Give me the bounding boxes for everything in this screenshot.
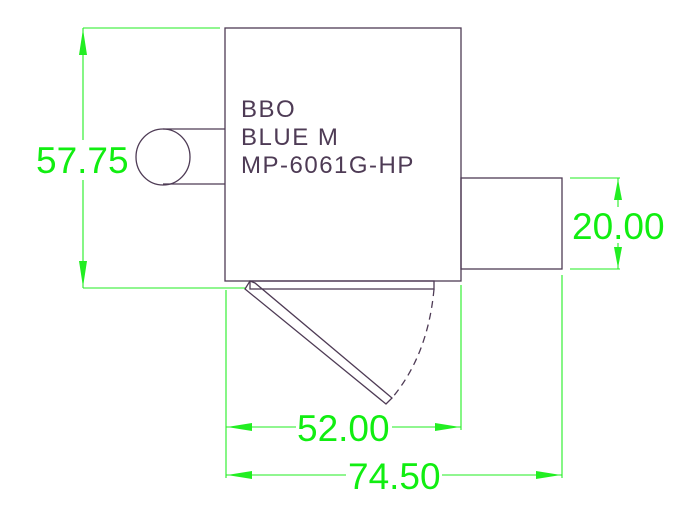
dimension-height: 57.75	[30, 27, 245, 289]
side-box	[460, 177, 563, 270]
label-line-maker: BLUE M	[241, 124, 339, 151]
dimension-overall-width: 74.50	[226, 275, 563, 497]
dimension-side-box-value: 20.00	[572, 206, 665, 247]
dimension-overall-width-value: 74.50	[348, 456, 441, 497]
dimension-body-width-value: 52.00	[297, 408, 390, 449]
circle-port-icon	[135, 128, 191, 186]
label-line-model: MP-6061G-HP	[241, 152, 415, 179]
label-line-brand: BBO	[241, 96, 296, 123]
left-fitting	[135, 128, 225, 186]
dimension-body-width: 52.00	[225, 285, 462, 478]
door-panel	[244, 280, 393, 405]
dimension-side-box: 20.00	[570, 177, 666, 270]
door-swing-arc	[391, 288, 435, 399]
dimension-height-value: 57.75	[36, 140, 129, 181]
door-frame-strip	[249, 280, 435, 290]
model-label: BBO BLUE M MP-6061G-HP	[241, 96, 415, 179]
